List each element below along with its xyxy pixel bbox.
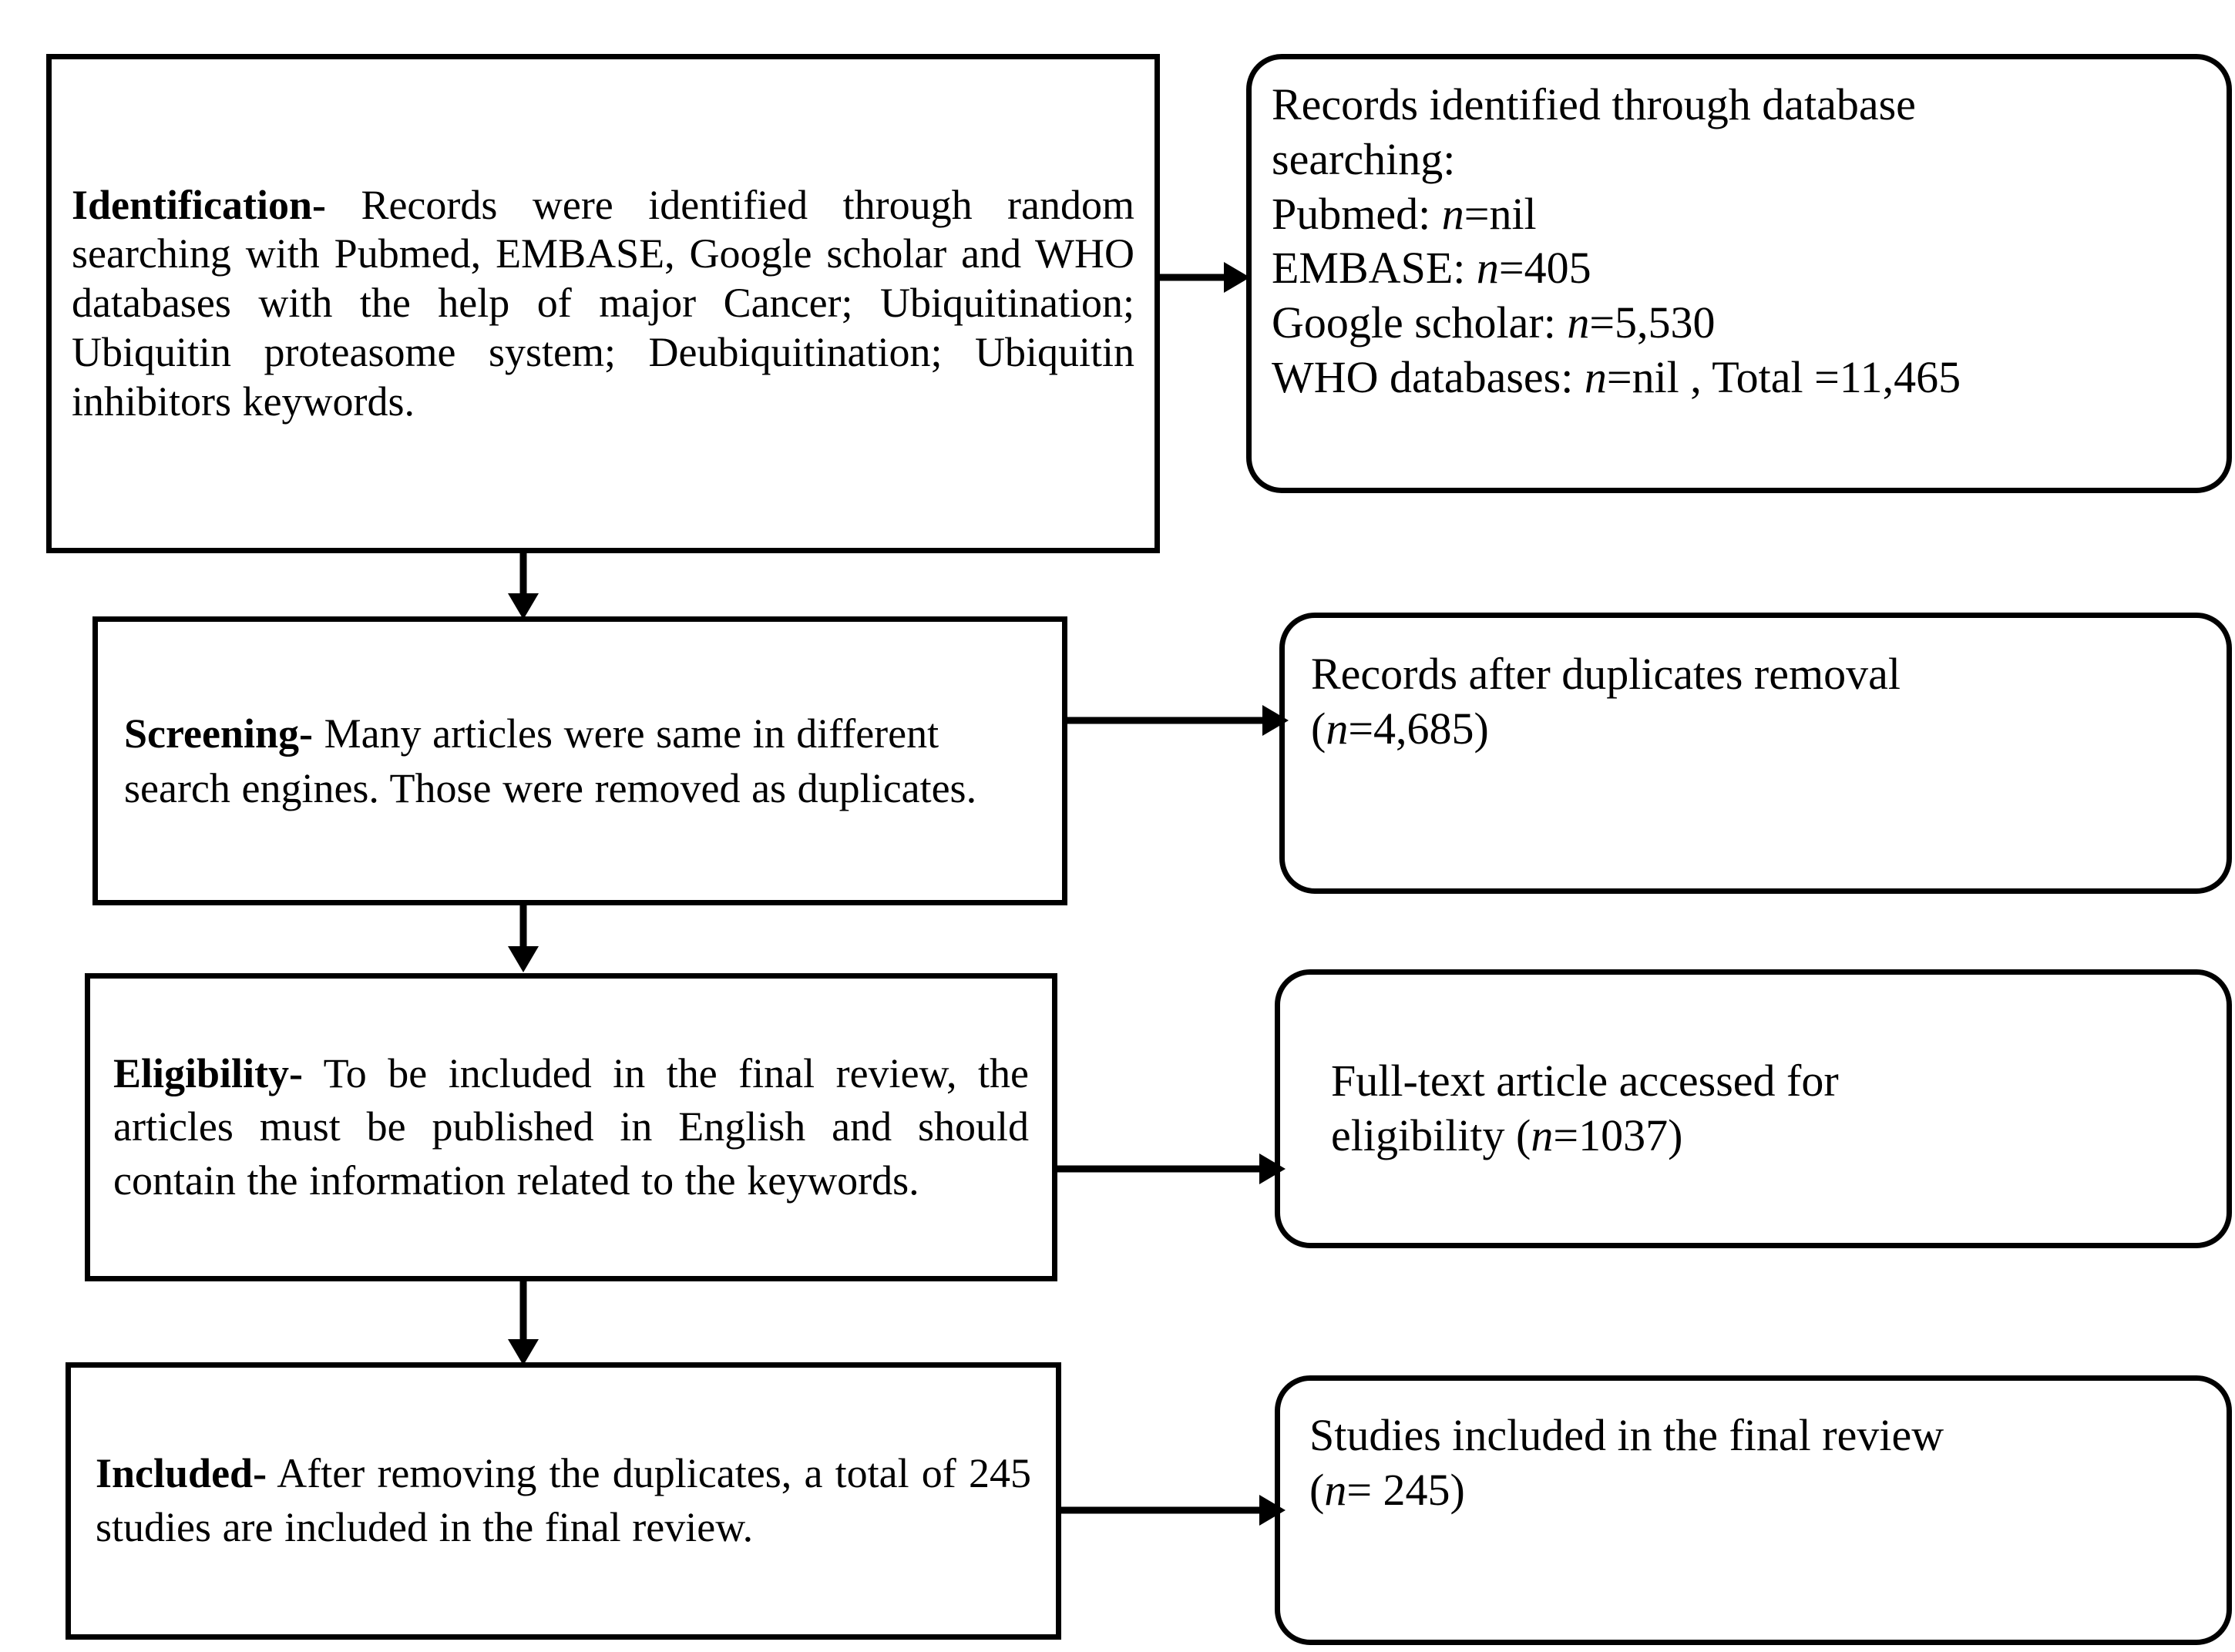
stage-eligibility-body: To be included in the final review, the … — [113, 1050, 1029, 1204]
outcome-line-pre: Full-text article accessed for — [1331, 1056, 1839, 1106]
stage-identification-body: Records were identified through random s… — [72, 181, 1134, 425]
outcome-line: Pubmed: n=nil — [1272, 187, 2210, 242]
outcome-line-post: =4,685) — [1348, 703, 1489, 754]
outcome-line: searching: — [1272, 133, 2210, 187]
stage-screening-text: Screening- Many articles were same in di… — [98, 707, 1062, 814]
arrow-included-to-studies-included — [1057, 1487, 1292, 1533]
sample-size-symbol: n — [1567, 297, 1590, 348]
outcome-line-post: =5,530 — [1589, 297, 1716, 348]
sample-size-symbol: n — [1584, 351, 1607, 402]
outcome-records-after-duplicates-text: Records after duplicates removal (n=4,68… — [1311, 647, 2210, 757]
outcome-line-pre: eligibility ( — [1331, 1110, 1531, 1160]
sample-size-symbol: n — [1476, 243, 1499, 294]
outcome-full-text-assessed-text: Full-text article accessed for eligibili… — [1280, 1054, 2227, 1163]
stage-included-body: After removing the duplicates, a total o… — [96, 1450, 1031, 1550]
sample-size-symbol: n — [1324, 1464, 1347, 1515]
outcome-line-pre: Records identified through database — [1272, 79, 1916, 129]
outcome-line: Records after duplicates removal — [1311, 647, 2210, 702]
stage-eligibility-text: Eligibility- To be included in the final… — [90, 1047, 1052, 1207]
stage-box-screening: Screening- Many articles were same in di… — [92, 616, 1067, 905]
arrow-screening-to-records-after-duplicates — [1064, 697, 1295, 744]
outcome-box-full-text-assessed: Full-text article accessed for eligibili… — [1275, 969, 2232, 1248]
outcome-line-post: =405 — [1498, 243, 1591, 294]
outcome-box-records-identified: Records identified through database sear… — [1246, 54, 2232, 493]
outcome-line-pre: Google scholar: — [1272, 297, 1568, 348]
outcome-line-post: =nil — [1464, 188, 1537, 239]
outcome-line-post: =1037) — [1553, 1110, 1683, 1160]
sample-size-symbol: n — [1326, 703, 1349, 754]
stage-included-label: Included- — [96, 1450, 267, 1497]
outcome-line-post: = 245) — [1346, 1464, 1465, 1515]
outcome-line: (n=4,685) — [1311, 702, 2210, 757]
stage-screening-label: Screening- — [124, 710, 313, 757]
outcome-line-pre: EMBASE: — [1272, 243, 1477, 294]
outcome-line: (n= 245) — [1309, 1463, 2210, 1518]
arrow-screening-to-eligibility — [499, 902, 547, 975]
outcome-line-pre: Pubmed: — [1272, 188, 1442, 239]
arrow-identification-to-screening — [499, 549, 547, 623]
outcome-line-post: =nil , Total =11,465 — [1606, 351, 1961, 402]
stage-included-text: Included- After removing the duplicates,… — [71, 1447, 1056, 1554]
outcome-line-pre: Studies included in the final review — [1309, 1410, 1944, 1460]
outcome-line: EMBASE: n=405 — [1272, 241, 2210, 296]
stage-box-eligibility: Eligibility- To be included in the final… — [85, 973, 1057, 1281]
outcome-line: WHO databases: n=nil , Total =11,465 — [1272, 351, 2210, 405]
outcome-box-records-after-duplicates: Records after duplicates removal (n=4,68… — [1279, 613, 2232, 894]
outcome-line: Google scholar: n=5,530 — [1272, 296, 2210, 351]
stage-screening-body: Many articles were same in different sea… — [124, 710, 977, 811]
outcome-records-identified-text: Records identified through database sear… — [1272, 78, 2210, 405]
stage-box-included: Included- After removing the duplicates,… — [66, 1362, 1061, 1640]
outcome-line: eligibility (n=1037) — [1331, 1109, 2227, 1163]
arrow-eligibility-to-full-text-assessed — [1054, 1146, 1293, 1192]
outcome-line-pre: ( — [1311, 703, 1326, 754]
outcome-line-pre: Records after duplicates removal — [1311, 649, 1901, 699]
outcome-line-pre: searching: — [1272, 133, 1456, 184]
arrow-identification-to-records-identified — [1156, 254, 1256, 301]
arrow-eligibility-to-included — [499, 1278, 547, 1368]
stage-eligibility-label: Eligibility- — [113, 1050, 304, 1097]
outcome-line: Full-text article accessed for — [1331, 1054, 2227, 1109]
outcome-line: Studies included in the final review — [1309, 1409, 2210, 1463]
sample-size-symbol: n — [1531, 1110, 1554, 1160]
stage-box-identification: Identification- Records were identified … — [46, 54, 1160, 553]
sample-size-symbol: n — [1441, 188, 1464, 239]
outcome-line-pre: WHO databases: — [1272, 351, 1585, 402]
outcome-line: Records identified through database — [1272, 78, 2210, 133]
stage-identification-text: Identification- Records were identified … — [52, 181, 1154, 427]
outcome-line-pre: ( — [1309, 1464, 1325, 1515]
outcome-studies-included-text: Studies included in the final review (n=… — [1309, 1409, 2210, 1518]
outcome-box-studies-included: Studies included in the final review (n=… — [1275, 1375, 2232, 1645]
stage-identification-label: Identification- — [72, 181, 326, 228]
